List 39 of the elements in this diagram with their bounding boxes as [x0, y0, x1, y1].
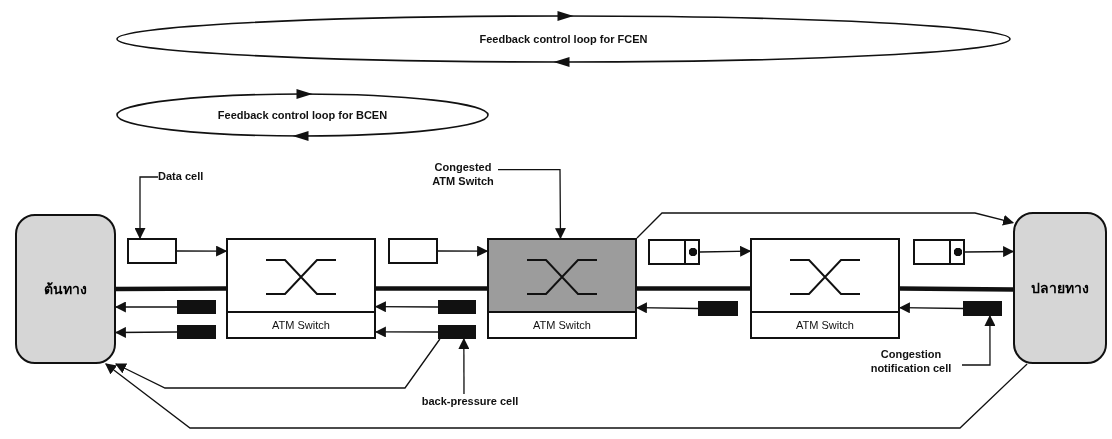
arrow — [115, 338, 441, 389]
control-cell — [438, 300, 476, 314]
switch-box — [750, 238, 900, 339]
arrow — [437, 245, 489, 257]
arrow — [114, 301, 178, 313]
link-line — [376, 286, 487, 291]
callout-text: back-pressure cell — [410, 394, 530, 409]
switch-label: ATM Switch — [489, 311, 635, 337]
control-cell — [698, 301, 738, 316]
leader-line — [458, 337, 470, 395]
leader-line — [961, 314, 996, 366]
congested-switch-box — [487, 238, 637, 339]
leader-line — [134, 176, 159, 240]
arrow — [114, 326, 178, 338]
switch-box — [226, 238, 376, 339]
control-cell — [438, 325, 476, 339]
control-cell — [177, 325, 216, 339]
arrow — [176, 245, 228, 257]
loop-label: Feedback control loop for FCEN — [479, 31, 648, 47]
data-cell — [388, 238, 438, 264]
arrow — [964, 246, 1015, 258]
link-line — [116, 286, 226, 292]
arrow — [699, 245, 752, 257]
data-cell — [127, 238, 177, 264]
loop-label: Feedback control loop for BCEN — [217, 107, 388, 123]
endpoint-box: ต้นทาง — [15, 214, 116, 364]
marked-data-cell — [648, 239, 700, 265]
callout-text: Congested ATM Switch — [428, 160, 498, 189]
arrow — [636, 212, 1015, 239]
callout-text: Congestion notification cell — [860, 347, 962, 376]
endpoint-box: ปลายทาง — [1013, 212, 1107, 364]
arrow — [105, 363, 1028, 429]
control-cell — [963, 301, 1002, 316]
marked-data-cell — [913, 239, 965, 265]
callout-text: Data cell — [158, 169, 220, 184]
control-cell — [177, 300, 216, 314]
link-line — [899, 286, 1014, 292]
link-line — [637, 286, 750, 291]
leader-line — [497, 168, 566, 240]
